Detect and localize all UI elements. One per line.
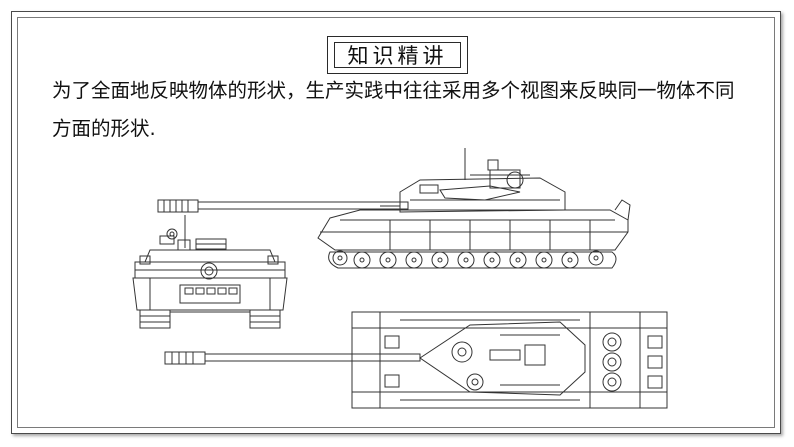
slide-frame-outer	[11, 11, 781, 434]
section-title: 知识精讲	[334, 42, 461, 68]
tank-top-view-icon	[164, 311, 668, 409]
slide-frame-inner	[17, 17, 775, 428]
section-title-box: 知识精讲	[327, 36, 468, 74]
body-paragraph: 为了全面地反映物体的形状，生产实践中往往采用多个视图来反映同一物体不同方面的形状…	[52, 79, 735, 140]
tank-side-view-icon	[157, 148, 631, 269]
tank-front-view-icon	[132, 215, 288, 329]
